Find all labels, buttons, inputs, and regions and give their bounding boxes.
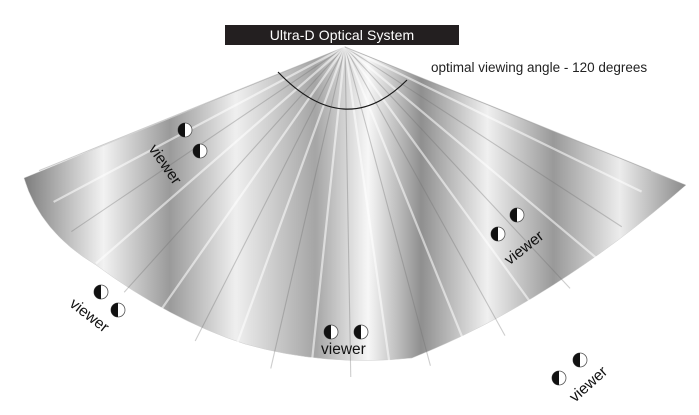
light-ray [344, 46, 652, 172]
light-ray [344, 46, 352, 377]
viewer-eyes-1 [177, 122, 208, 159]
light-ray [71, 46, 346, 232]
viewer-label: viewer [321, 341, 366, 358]
light-ray [343, 46, 393, 374]
angle-arc [277, 71, 408, 110]
viewer-eyes-2 [490, 207, 525, 242]
light-ray [344, 46, 643, 193]
light-ray [344, 46, 431, 366]
light-ray [344, 46, 623, 228]
light-ray [344, 46, 599, 260]
system-title: Ultra-D Optical System [225, 25, 459, 45]
viewer-eyes-4 [323, 324, 369, 340]
light-ray [194, 46, 346, 342]
viewing-angle-label: optimal viewing angle - 120 degrees [431, 60, 648, 75]
light-ray [309, 46, 347, 376]
viewer-eyes-3 [93, 284, 126, 318]
light-ray [95, 46, 346, 265]
light-ray [154, 46, 346, 318]
light-ray [231, 46, 347, 358]
light-ray [53, 46, 346, 203]
light-ray [344, 46, 571, 289]
light-rays [38, 46, 652, 377]
light-ray [344, 46, 540, 315]
light-ray [38, 46, 346, 172]
light-ray [123, 46, 346, 293]
viewer-eyes-5 [551, 352, 588, 386]
light-ray [343, 46, 470, 354]
light-ray [344, 46, 506, 336]
light-ray [270, 46, 346, 369]
